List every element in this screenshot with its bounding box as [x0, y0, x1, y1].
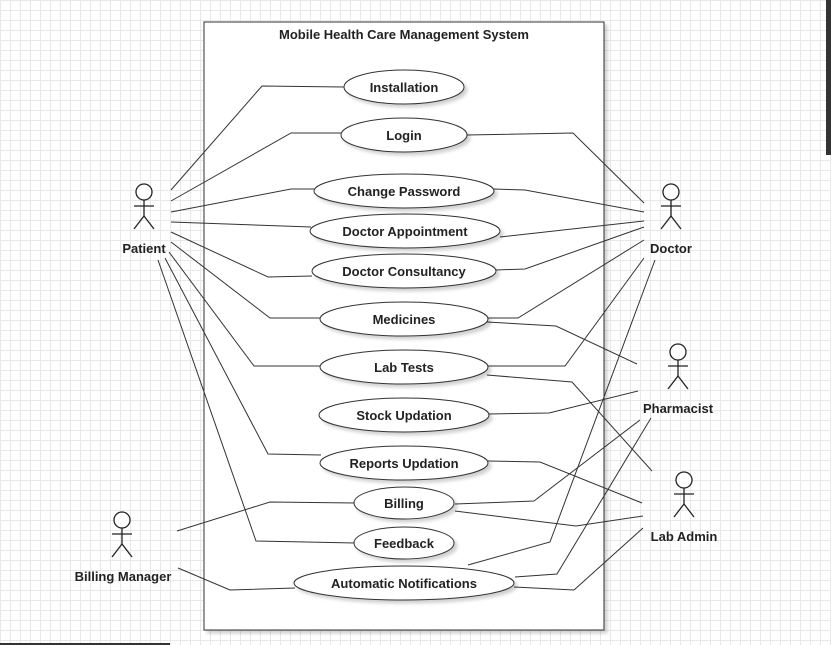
use-case-label: Doctor Appointment — [342, 224, 468, 239]
association-pharmacist-billing[interactable] — [454, 419, 641, 505]
association-doctor-doctor-consultancy[interactable] — [495, 226, 645, 271]
associations — [157, 85, 656, 591]
actor-label: Billing Manager — [75, 569, 172, 584]
association-doctor-doctor-appointment[interactable] — [499, 220, 645, 238]
association-patient-login[interactable] — [170, 132, 341, 202]
association-lab-admin-billing[interactable] — [454, 510, 644, 527]
use-case-automatic-notifications[interactable]: Automatic Notifications — [293, 565, 515, 601]
use-case-label: Reports Updation — [349, 456, 458, 471]
association-patient-reports-updation[interactable] — [164, 257, 322, 456]
association-lab-admin-reports-updation[interactable] — [487, 460, 643, 504]
stick-figure-icon — [673, 471, 695, 518]
association-patient-installation[interactable] — [170, 85, 345, 191]
actor-label: Pharmacist — [643, 401, 714, 416]
association-billing-manager-automatic-notifications[interactable] — [177, 567, 296, 591]
use-case-label: Change Password — [348, 184, 461, 199]
use-case-label: Billing — [384, 496, 424, 511]
use-case-feedback[interactable]: Feedback — [353, 526, 455, 560]
association-patient-doctor-consultancy[interactable] — [170, 231, 313, 278]
use-case-change-password[interactable]: Change Password — [313, 173, 495, 209]
association-doctor-change-password[interactable] — [492, 188, 645, 213]
use-case-doctor-appointment[interactable]: Doctor Appointment — [309, 213, 501, 249]
association-pharmacist-medicines[interactable] — [486, 321, 638, 365]
association-doctor-automatic-notifications[interactable] — [467, 259, 656, 566]
stick-figure-icon — [133, 183, 155, 230]
use-case-label: Automatic Notifications — [331, 576, 477, 591]
stick-figure-icon — [667, 343, 689, 390]
use-case-label: Login — [386, 128, 421, 143]
association-patient-change-password[interactable] — [170, 188, 314, 213]
use-case-installation[interactable]: Installation — [343, 69, 465, 105]
use-case-billing[interactable]: Billing — [353, 486, 455, 520]
use-case-label: Medicines — [373, 312, 436, 327]
association-pharmacist-stock-updation[interactable] — [488, 390, 639, 415]
association-patient-medicines[interactable] — [170, 241, 320, 319]
scrollbar[interactable] — [826, 0, 831, 155]
actor-billing-manager[interactable]: Billing Manager — [75, 511, 172, 584]
actor-label: Doctor — [650, 241, 692, 256]
use-case-label: Stock Updation — [356, 408, 451, 423]
use-case-label: Feedback — [374, 536, 435, 551]
actor-label: Lab Admin — [651, 529, 718, 544]
actor-label: Patient — [122, 241, 166, 256]
use-case-medicines[interactable]: Medicines — [319, 301, 489, 337]
actor-pharmacist[interactable]: Pharmacist — [643, 343, 714, 416]
association-patient-doctor-appointment[interactable] — [170, 221, 312, 228]
use-case-login[interactable]: Login — [340, 117, 468, 153]
use-case-label: Lab Tests — [374, 360, 434, 375]
system-title: Mobile Health Care Management System — [279, 27, 529, 42]
stick-figure-icon — [660, 183, 682, 230]
association-doctor-lab-tests[interactable] — [488, 257, 645, 367]
association-doctor-login[interactable] — [466, 132, 645, 204]
use-cases: Installation Login Change Password Docto… — [293, 69, 515, 601]
association-patient-feedback[interactable] — [157, 259, 356, 544]
use-case-lab-tests[interactable]: Lab Tests — [319, 349, 489, 385]
association-pharmacist-automatic-notifications[interactable] — [514, 417, 652, 578]
association-patient-lab-tests[interactable] — [168, 251, 320, 367]
actor-lab-admin[interactable]: Lab Admin — [651, 471, 718, 544]
association-billing-manager-billing[interactable] — [176, 501, 356, 532]
actor-patient[interactable]: Patient — [122, 183, 166, 256]
stick-figure-icon — [111, 511, 133, 558]
association-lab-admin-automatic-notifications[interactable] — [513, 527, 644, 591]
use-case-stock-updation[interactable]: Stock Updation — [318, 397, 490, 433]
association-lab-admin-lab-tests[interactable] — [486, 374, 653, 472]
actor-doctor[interactable]: Doctor — [650, 183, 692, 256]
use-case-label: Installation — [370, 80, 439, 95]
use-case-label: Doctor Consultancy — [342, 264, 466, 279]
use-case-reports-updation[interactable]: Reports Updation — [319, 445, 489, 481]
association-doctor-medicines[interactable] — [488, 239, 645, 319]
use-case-doctor-consultancy[interactable]: Doctor Consultancy — [311, 253, 497, 289]
actors: Patient Doctor Pharmacist — [75, 183, 718, 584]
scrollbar-horizontal[interactable] — [0, 643, 170, 645]
